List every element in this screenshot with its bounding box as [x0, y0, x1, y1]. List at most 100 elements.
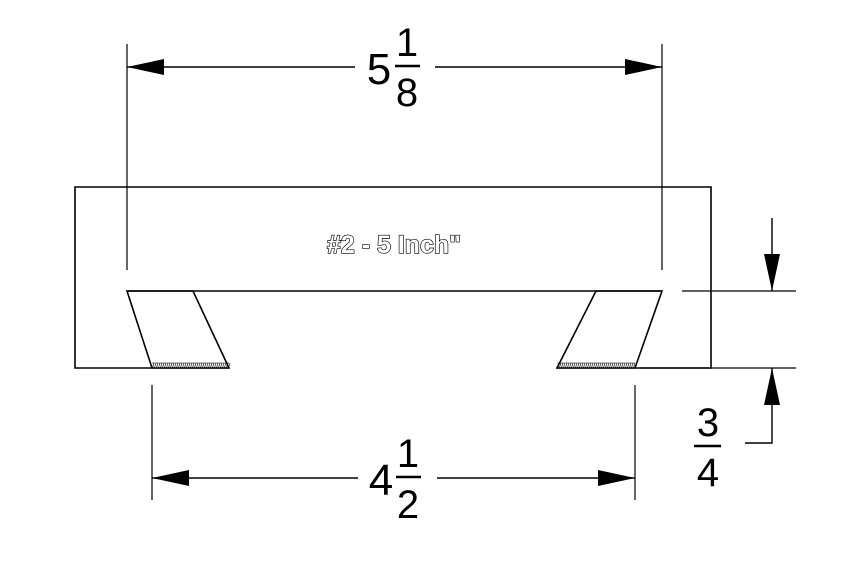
- hatch-stroke: [195, 362, 199, 370]
- hatch-stroke: [211, 362, 215, 370]
- hatch-stroke: [199, 362, 203, 370]
- hatch-stroke: [201, 362, 205, 370]
- hatch-stroke: [574, 362, 578, 370]
- hatch-stroke: [560, 362, 564, 370]
- hatch-stroke: [558, 362, 562, 370]
- hatch-stroke: [590, 362, 594, 370]
- part-label: #2 - 5 Inch": [327, 231, 461, 259]
- hatch-stroke: [602, 362, 606, 370]
- hatch-stroke: [630, 362, 634, 370]
- hatch-stroke: [592, 362, 596, 370]
- hatch-stroke: [217, 362, 221, 370]
- hatch-stroke: [203, 362, 207, 370]
- hatch-stroke: [564, 362, 568, 370]
- bottom-left-arrow: [152, 470, 189, 486]
- right-foot-hatch: [556, 362, 638, 370]
- hatch-stroke: [183, 362, 187, 370]
- bottom-right-arrow: [598, 470, 635, 486]
- hatch-stroke: [568, 362, 572, 370]
- depth-down-arrow: [764, 254, 780, 291]
- depth-numerator: 3: [697, 401, 719, 445]
- hatch-stroke: [632, 362, 636, 370]
- hatch-stroke: [582, 362, 586, 370]
- hatch-stroke: [624, 362, 628, 370]
- top-width-whole: 5: [367, 45, 391, 94]
- hatch-stroke: [606, 362, 610, 370]
- hatch-stroke: [634, 362, 638, 370]
- top-width-denominator: 8: [396, 71, 418, 115]
- top-left-arrow: [127, 59, 164, 75]
- hatch-stroke: [185, 362, 189, 370]
- hatch-stroke: [219, 362, 223, 370]
- top-width-dimension: 5 1 8: [126, 21, 663, 270]
- hatch-stroke: [616, 362, 620, 370]
- bottom-width-denominator: 2: [397, 483, 419, 527]
- hatch-stroke: [600, 362, 604, 370]
- hatch-stroke: [562, 362, 566, 370]
- hatch-stroke: [157, 362, 161, 370]
- depth-lower-leader: [745, 368, 773, 444]
- hatch-stroke: [556, 362, 560, 370]
- hatch-stroke: [193, 362, 197, 370]
- handle-body-outline: [74, 186, 712, 369]
- hatch-stroke: [622, 362, 626, 370]
- hatch-stroke: [221, 362, 225, 370]
- hatch-stroke: [167, 362, 171, 370]
- hatch-stroke: [181, 362, 185, 370]
- hatch-stroke: [588, 362, 592, 370]
- hatch-stroke: [608, 362, 612, 370]
- hatch-stroke: [207, 362, 211, 370]
- handle-outline: [74, 186, 712, 370]
- hatch-stroke: [189, 362, 193, 370]
- hatch-stroke: [576, 362, 580, 370]
- hatch-stroke: [618, 362, 622, 370]
- hatch-stroke: [215, 362, 219, 370]
- hatch-stroke: [155, 362, 159, 370]
- hatch-stroke: [612, 362, 616, 370]
- hatch-stroke: [570, 362, 574, 370]
- hatch-stroke: [610, 362, 614, 370]
- hatch-stroke: [584, 362, 588, 370]
- hatch-stroke: [179, 362, 183, 370]
- hatch-stroke: [163, 362, 167, 370]
- hatch-stroke: [153, 362, 157, 370]
- hatch-stroke: [225, 362, 229, 370]
- depth-up-arrow: [764, 368, 780, 405]
- hatch-stroke: [175, 362, 179, 370]
- hatch-stroke: [628, 362, 632, 370]
- hatch-stroke: [578, 362, 582, 370]
- hatch-stroke: [620, 362, 624, 370]
- hatch-stroke: [586, 362, 590, 370]
- hatch-stroke: [596, 362, 600, 370]
- hatch-stroke: [572, 362, 576, 370]
- hatch-stroke: [169, 362, 173, 370]
- hatch-stroke: [205, 362, 209, 370]
- left-leg: [125, 290, 231, 369]
- hatch-stroke: [209, 362, 213, 370]
- hatch-stroke: [171, 362, 175, 370]
- hatch-stroke: [187, 362, 191, 370]
- hatch-stroke: [197, 362, 201, 370]
- hatch-stroke: [165, 362, 169, 370]
- hatch-stroke: [191, 362, 195, 370]
- hatch-stroke: [227, 362, 231, 370]
- depth-dimension: 3 4: [640, 218, 796, 495]
- hatch-stroke: [223, 362, 227, 370]
- left-foot-hatch: [151, 362, 231, 370]
- hatch-stroke: [566, 362, 570, 370]
- top-width-numerator: 1: [396, 21, 418, 65]
- hatch-stroke: [151, 362, 155, 370]
- hatch-stroke: [598, 362, 602, 370]
- hatch-stroke: [159, 362, 163, 370]
- hatch-stroke: [594, 362, 598, 370]
- right-leg: [555, 290, 664, 369]
- hatch-stroke: [604, 362, 608, 370]
- hatch-stroke: [580, 362, 584, 370]
- hatch-stroke: [614, 362, 618, 370]
- bottom-width-whole: 4: [369, 456, 393, 505]
- hatch-stroke: [213, 362, 217, 370]
- depth-denominator: 4: [697, 451, 719, 495]
- top-right-arrow: [625, 59, 662, 75]
- bottom-width-numerator: 1: [397, 432, 419, 476]
